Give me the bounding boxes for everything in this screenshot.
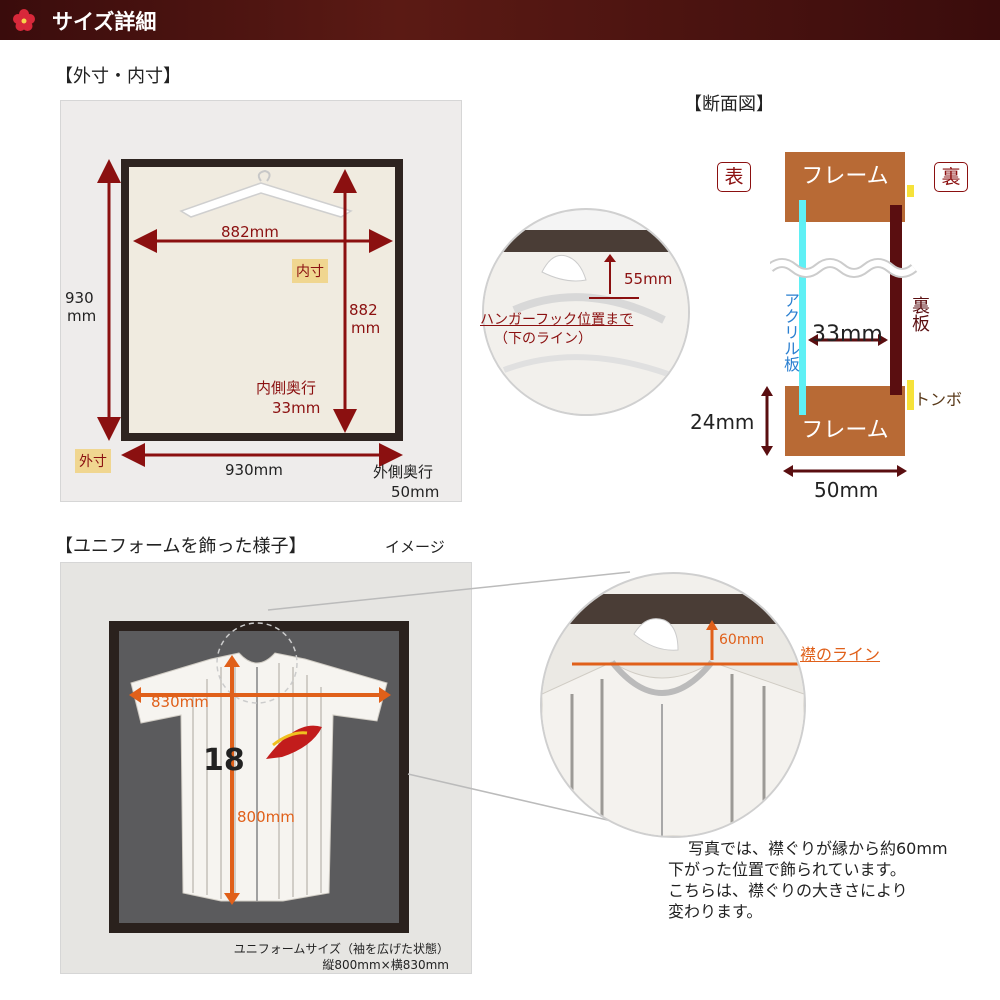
note-line-1: 写真では、襟ぐりが縁から約60mm xyxy=(688,839,948,858)
hook-offset-label: 55mm xyxy=(624,270,673,288)
frame-top-block: フレーム xyxy=(785,152,905,222)
jersey-number: 18 xyxy=(203,743,245,778)
frame-height-label: 24mm xyxy=(690,410,755,434)
hook-line-label: ハンガーフック位置まで xyxy=(480,312,634,328)
collar-line-label: 襟のライン xyxy=(800,645,881,664)
inner-height-value: 882 xyxy=(349,301,378,319)
uniform-photo: 830mm 800mm 18 ユニフォームサイズ（袖を広げた状態） 縦800mm… xyxy=(60,562,472,974)
collar-offset-label: 60mm xyxy=(719,632,765,648)
back-badge: 裏 xyxy=(934,162,968,192)
inner-depth-section-label: 33mm xyxy=(812,322,883,347)
note-line-4: 変わります。 xyxy=(668,902,763,921)
note-line-3: こちらは、襟ぐりの大きさにより xyxy=(668,881,908,900)
inner-height-unit: mm xyxy=(351,319,381,337)
uniform-caption-1: ユニフォームサイズ（袖を広げた状態） xyxy=(233,942,449,956)
cross-section-drawing xyxy=(770,185,918,415)
uniform-caption-2: 縦800mm×横830mm xyxy=(322,958,449,972)
collar-zoom-circle: 60mm xyxy=(540,572,806,838)
back-board-label: 裏板 xyxy=(909,296,930,332)
uniform-drawing xyxy=(109,621,409,933)
uniform-width-label: 830mm xyxy=(151,693,209,711)
hook-zoom-circle: 55mm xyxy=(482,208,690,416)
inner-width-label: 882mm xyxy=(221,223,279,241)
note-line-2: 下がった位置で飾られています。 xyxy=(668,860,906,879)
tonbo-label: トンボ xyxy=(914,390,963,409)
frame-depth-arrow xyxy=(783,465,907,477)
acrylic-label: アクリル板 xyxy=(781,292,800,372)
frame-photo: 882mm 内寸 882 mm 内側奥行 33mm 930 mm 外寸 930m… xyxy=(60,100,462,502)
inner-depth-value: 33mm xyxy=(272,399,321,417)
page-title: サイズ詳細 xyxy=(52,10,157,34)
outer-height-unit: mm xyxy=(67,307,97,325)
frame-dimension-drawing xyxy=(97,159,403,467)
outer-depth-value: 50mm xyxy=(391,483,440,501)
outer-depth-label: 外側奥行 xyxy=(373,463,434,481)
outer-width-label: 930mm xyxy=(225,461,283,479)
flower-icon xyxy=(13,9,35,31)
inner-depth-label: 内側奥行 xyxy=(256,379,317,397)
frame-depth-label: 50mm xyxy=(814,478,879,502)
section-title-display-sub: イメージ xyxy=(385,538,445,556)
uniform-height-label: 800mm xyxy=(237,808,295,826)
outer-tag: 外寸 xyxy=(75,449,111,473)
front-badge: 表 xyxy=(717,162,751,192)
section-title-display: 【ユニフォームを飾った様子】 xyxy=(55,536,307,557)
section-title-cross: 【断面図】 xyxy=(684,94,774,115)
frame-height-arrow xyxy=(761,386,773,456)
inner-tag: 内寸 xyxy=(292,259,328,283)
header-bar: サイズ詳細 xyxy=(0,0,1000,40)
outer-height-value: 930 xyxy=(65,289,94,307)
section-title-size: 【外寸・内寸】 xyxy=(55,66,181,87)
hook-line-sub: （下のライン） xyxy=(494,331,592,347)
